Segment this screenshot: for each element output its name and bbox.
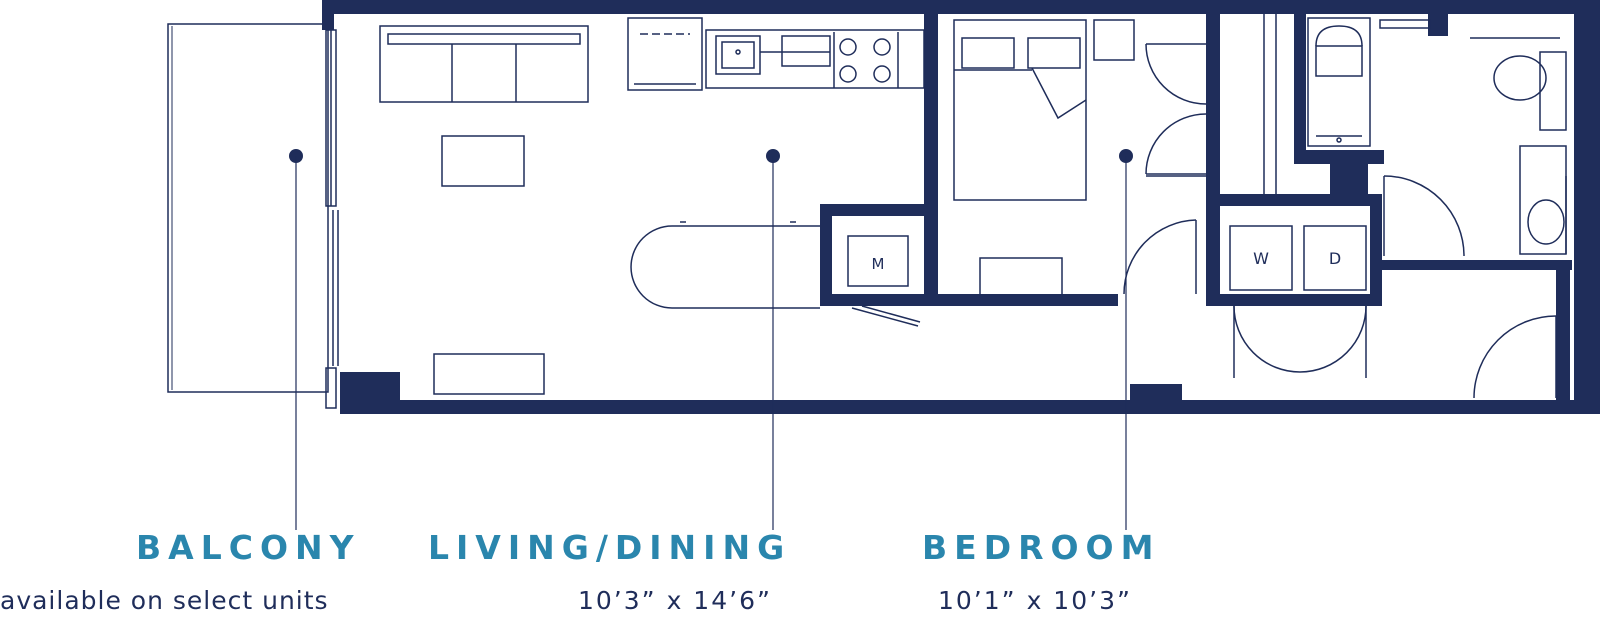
- bedroom-title: BEDROOM: [922, 528, 1161, 567]
- balcony-title: BALCONY: [136, 528, 361, 567]
- interior-walls: [820, 14, 1572, 414]
- living-subtitle: 10’3” x 14’6”: [578, 586, 772, 615]
- kitchen-island: [630, 221, 820, 309]
- vanity: [1519, 145, 1567, 255]
- laundry-doors: [1233, 305, 1367, 378]
- sofa: [379, 25, 589, 103]
- stove: [839, 38, 891, 83]
- kitchen-counter: [705, 29, 925, 89]
- washer: W: [1229, 225, 1293, 291]
- balcony-area: [167, 23, 329, 393]
- bathroom-door: [1383, 175, 1465, 257]
- linen-closet: [1263, 14, 1277, 194]
- nightstand: [1093, 19, 1135, 61]
- bedroom-marker: [1119, 149, 1133, 530]
- bathtub: [1307, 17, 1371, 147]
- entry-door: [1473, 315, 1557, 399]
- closet-door: [851, 305, 921, 327]
- refrigerator: [627, 17, 703, 91]
- media-console: [433, 353, 545, 395]
- balcony-marker: [289, 149, 303, 530]
- exterior-walls: [322, 0, 1600, 414]
- microwave-label: M: [872, 255, 885, 273]
- living-marker: [766, 149, 780, 530]
- dryer: D: [1303, 225, 1367, 291]
- living-title: LIVING/DINING: [428, 528, 792, 567]
- towel-bar: [1379, 19, 1431, 29]
- bedroom-door: [1123, 219, 1197, 295]
- dryer-label: D: [1329, 249, 1341, 268]
- desk: [979, 257, 1063, 297]
- bed: [953, 19, 1087, 201]
- microwave: M: [847, 235, 909, 287]
- coffee-table: [441, 135, 525, 187]
- bedroom-closet-doors: [1145, 43, 1207, 177]
- washer-label: W: [1253, 249, 1269, 268]
- balcony-door: [325, 29, 339, 409]
- balcony-subtitle: available on select units: [0, 586, 329, 615]
- toilet: [1493, 51, 1567, 131]
- bedroom-subtitle: 10’1” x 10’3”: [938, 586, 1132, 615]
